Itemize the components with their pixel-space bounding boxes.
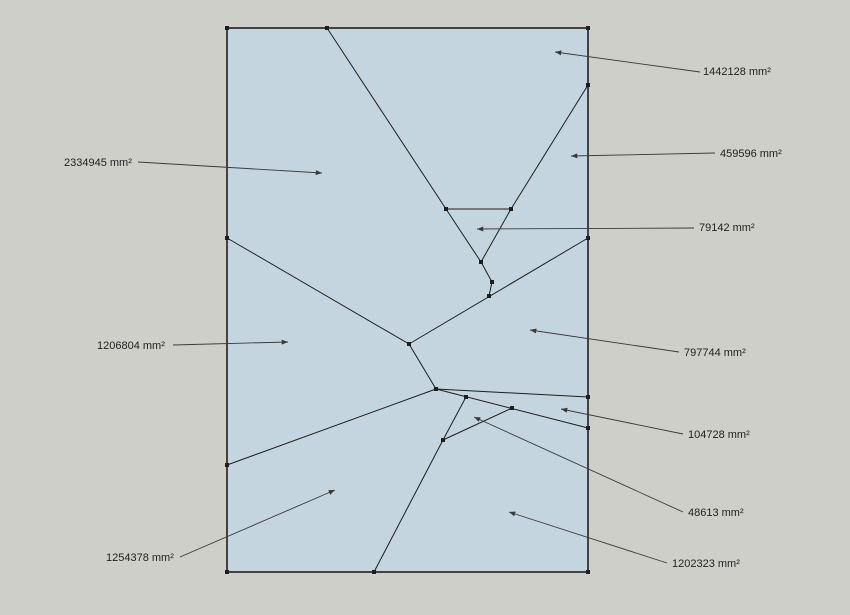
- leader-arrow: [179, 489, 336, 558]
- area-callout-top-right-region: 1442128 mm²: [554, 50, 771, 78]
- area-callout-right-middle-region: 797744 mm²: [529, 328, 746, 359]
- vertex-marker: [586, 26, 590, 30]
- vertex-marker: [487, 294, 491, 298]
- leader-arrow: [476, 226, 695, 232]
- vertex-marker: [586, 426, 590, 430]
- vertex-marker: [325, 26, 329, 30]
- rectangular-face: [226, 27, 589, 573]
- vertex-marker: [434, 387, 438, 391]
- area-label: 797744 mm²: [684, 347, 746, 359]
- vertex-marker: [490, 280, 494, 284]
- area-label: 1202323 mm²: [672, 558, 740, 570]
- area-callout-small-triangle-region: 79142 mm²: [476, 222, 755, 234]
- vertex-markers: [225, 26, 590, 574]
- vertex-marker: [510, 406, 514, 410]
- vertex-marker: [372, 570, 376, 574]
- vertex-marker: [444, 207, 448, 211]
- vertex-marker: [464, 395, 468, 399]
- leader-arrow: [508, 511, 668, 564]
- area-label: 79142 mm²: [699, 222, 755, 234]
- area-label: 1254378 mm²: [106, 552, 174, 564]
- area-callout-small-wedge-region: 48613 mm²: [473, 416, 744, 519]
- edge-wedge-diagonal: [442, 407, 513, 441]
- area-label: 1206804 mm²: [97, 340, 165, 352]
- area-callout-left-middle-region: 1206804 mm²: [97, 339, 289, 352]
- leader-arrow: [529, 328, 680, 353]
- area-label: 459596 mm²: [720, 148, 782, 160]
- vertex-marker: [586, 83, 590, 87]
- vertex-marker: [586, 236, 590, 240]
- edge-center-right-strip-top: [435, 388, 589, 398]
- area-label: 2334945 mm²: [64, 157, 132, 169]
- area-callout-bottom-right-region: 1202323 mm²: [508, 511, 740, 570]
- leader-arrow: [137, 161, 323, 176]
- vertex-marker: [407, 342, 411, 346]
- edge-center-to-left-lower: [226, 388, 437, 466]
- leader-arrow: [570, 152, 716, 159]
- edge-center-to-right: [408, 237, 589, 345]
- leader-arrow: [560, 407, 684, 435]
- leader-arrow: [473, 416, 684, 513]
- area-label: 1442128 mm²: [703, 66, 771, 78]
- vertex-marker: [479, 260, 483, 264]
- vertex-marker: [586, 570, 590, 574]
- area-callout-bottom-left-region: 1254378 mm²: [106, 489, 336, 564]
- vertex-marker: [225, 236, 229, 240]
- area-callout-right-strip-region: 104728 mm²: [560, 407, 750, 441]
- area-leaders: 1442128 mm² 459596 mm² 2334945 mm² 79142 mm…: [64, 50, 782, 570]
- leader-arrow: [172, 339, 289, 346]
- vertex-marker: [509, 207, 513, 211]
- vertex-marker: [225, 570, 229, 574]
- vertex-marker: [586, 395, 590, 399]
- vertex-marker: [441, 438, 445, 442]
- leader-arrow: [554, 50, 701, 73]
- area-label: 48613 mm²: [688, 507, 744, 519]
- area-callout-right-upper-region: 459596 mm²: [570, 148, 782, 160]
- area-label: 104728 mm²: [688, 429, 750, 441]
- area-callout-upper-left-region: 2334945 mm²: [64, 157, 323, 176]
- vertex-marker: [225, 26, 229, 30]
- vertex-marker: [225, 463, 229, 467]
